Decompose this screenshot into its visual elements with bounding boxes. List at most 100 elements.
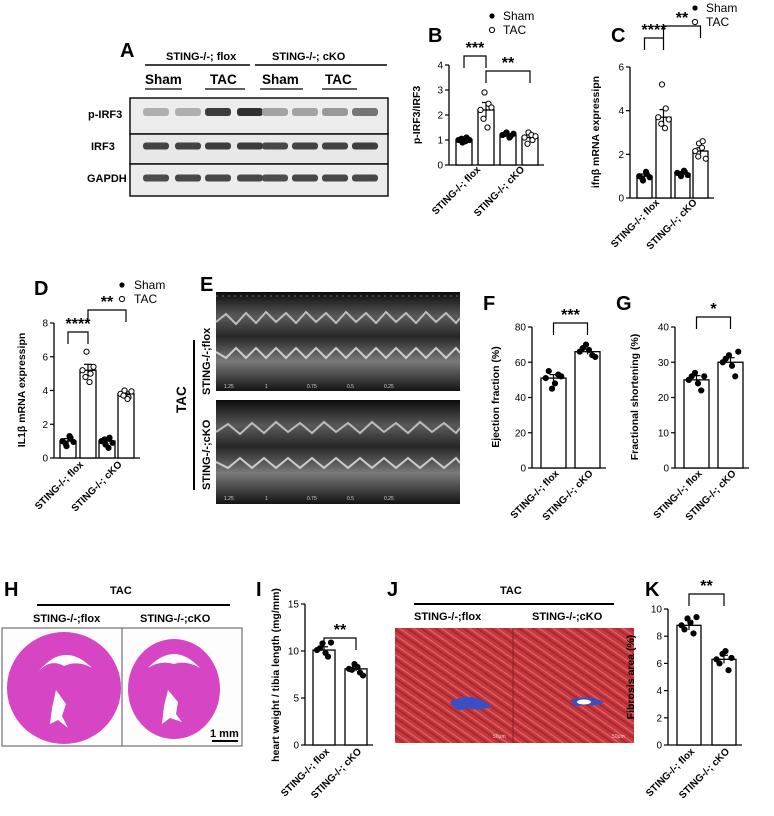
chart-b-ytick-label-0: 0 — [437, 161, 443, 172]
chart-d-ytick-label-3: 6 — [42, 352, 48, 363]
chart-g-ylabel: Fractional shortening (%) — [629, 334, 641, 461]
chart-k-ytick-label-4: 8 — [656, 632, 662, 643]
chart-k-point-0-1 — [684, 615, 691, 622]
chart-d-point-3-4 — [124, 395, 131, 403]
blot-band-r1-l7 — [322, 108, 348, 116]
h-lumen-cko-2 — [162, 690, 182, 724]
chart-k-sig-label-0: ** — [700, 578, 713, 595]
legend-d-sham-marker — [119, 282, 125, 288]
chart-d-sig-bracket-0 — [67, 331, 89, 344]
chart-d-point-0-5 — [70, 438, 77, 446]
chart-k-bar-1 — [711, 658, 737, 746]
chart-d-ylabel: IL1β mRNA expressipn — [16, 333, 28, 448]
chart-f-point-0-0 — [542, 375, 549, 382]
blot-band-r2-l4 — [237, 142, 263, 150]
legend-c-tac-label: TAC — [706, 15, 729, 29]
chart-b-point-1-1 — [481, 89, 488, 96]
echo-tick-cko-5: 0.25 — [384, 496, 394, 502]
chart-d-point-1-0 — [79, 367, 86, 374]
chart-c-point-0-5 — [646, 174, 653, 181]
legend-b-tac-label: TAC — [503, 23, 526, 37]
blot-band-r2-l2 — [175, 142, 201, 150]
chart-g-point-0-4 — [694, 380, 702, 387]
chart-d-point-1-5 — [90, 363, 97, 370]
chart-d-ytick-label-1: 2 — [42, 420, 48, 431]
chart-c-point-1-5 — [665, 116, 672, 123]
chart-d-point-1-4 — [86, 378, 93, 386]
chart-d-sig-label-0: **** — [66, 316, 92, 333]
chart-b-point-1-4 — [484, 124, 491, 131]
chart-f-point-0-4 — [551, 380, 559, 387]
chart-d-point-1-3 — [82, 373, 89, 381]
chart-g-ytick-label-4: 40 — [658, 323, 670, 334]
j-label-flox: STING-/-;flox — [414, 611, 482, 623]
chart-b-ytick-label-2: 2 — [437, 111, 443, 122]
chart-k-point-1-4 — [722, 648, 729, 655]
blot-group-header-flox: STING-/-; flox — [166, 51, 237, 63]
blot-lane-label-3: Sham — [262, 72, 299, 87]
chart-f-point-1-3 — [579, 345, 586, 352]
chart-d-point-2-5 — [109, 439, 116, 446]
chart-c-sig-label-0: **** — [642, 22, 668, 39]
chart-f-point-0-5 — [558, 373, 565, 380]
chart-c-point-3-4 — [698, 144, 706, 151]
echo-tick-cko-1: 1.25 — [224, 496, 234, 502]
chart-g-point-1-2 — [732, 373, 739, 380]
blot-band-r1-l5 — [262, 108, 288, 116]
h-heart-section-cko — [128, 639, 220, 739]
legend-d-tac-label: TAC — [134, 292, 157, 306]
chart-k-point-1-3 — [716, 660, 723, 667]
legend-b-sham-label: Sham — [503, 9, 534, 23]
chart-b-point-2-3 — [502, 130, 509, 137]
chart-c-ylabel: ifnβ mRNA expressipn — [590, 76, 602, 188]
chart-b-point-3-3 — [524, 140, 531, 147]
chart-g-bar-0 — [683, 379, 710, 469]
chart-g-ytick-label-2: 20 — [658, 393, 670, 404]
blot-band-r3-l5 — [262, 174, 288, 182]
chart-f-sig-bracket-0 — [552, 322, 589, 335]
chart-k-ytick-label-0: 0 — [656, 741, 662, 752]
chart-d-point-3-1 — [121, 387, 128, 394]
echo-tick-flox-2: 1 — [265, 384, 268, 390]
chart-d-sig-label-1: ** — [101, 294, 114, 311]
chart-c-sig-bracket-1 — [662, 25, 702, 38]
panel-label-k: K — [645, 579, 660, 601]
chart-d-sig-bracket-1 — [87, 309, 127, 322]
chart-c-ytick-label-3: 6 — [618, 63, 624, 74]
chart-k-ytick-label-1: 2 — [656, 713, 662, 724]
h-lumen-cko-1 — [148, 654, 200, 668]
chart-c-point-0-4 — [642, 168, 650, 175]
chart-b-ytick-label-3: 3 — [437, 86, 443, 97]
chart-g-sig-label-0: * — [710, 301, 717, 318]
chart-k-ylabel: Fibrosis area (%) — [625, 635, 637, 720]
blot-band-r2-l5 — [262, 142, 288, 150]
blot-row-label-pirf3: p-IRF3 — [88, 109, 122, 121]
echo-wall-trace-cko-2 — [215, 456, 461, 470]
chart-i-point-0-4 — [322, 649, 329, 656]
h-lumen-flox-2 — [50, 690, 68, 728]
chart-c-point-3-0 — [692, 147, 699, 155]
blot-band-r3-l3 — [205, 174, 231, 182]
legend-d-tac-marker — [118, 295, 126, 303]
chart-k-point-0-4 — [687, 619, 694, 626]
chart-d-point-2-2 — [106, 434, 113, 441]
blot-band-r3-l4 — [237, 174, 263, 182]
chart-k-point-1-0 — [713, 656, 720, 663]
chart-d-point-1-1 — [83, 348, 90, 355]
chart-i-point-0-3 — [316, 645, 324, 652]
chart-c-point-1-4 — [661, 125, 669, 132]
chart-g-ytick-label-0: 0 — [663, 464, 669, 475]
j-vessel-cko — [577, 699, 591, 705]
h-label-cko: STING-/-;cKO — [140, 613, 211, 625]
blot-band-r3-l1 — [143, 174, 169, 182]
chart-b-point-0-5 — [466, 136, 473, 144]
chart-k-sig-bracket-0 — [688, 593, 725, 606]
chart-k-point-1-5 — [728, 654, 735, 662]
chart-b-point-1-3 — [480, 115, 487, 122]
chart-d-bar-3 — [117, 393, 135, 459]
chart-i-ytick-label-1: 5 — [293, 694, 299, 705]
chart-c-sig-bracket-0 — [643, 37, 665, 50]
